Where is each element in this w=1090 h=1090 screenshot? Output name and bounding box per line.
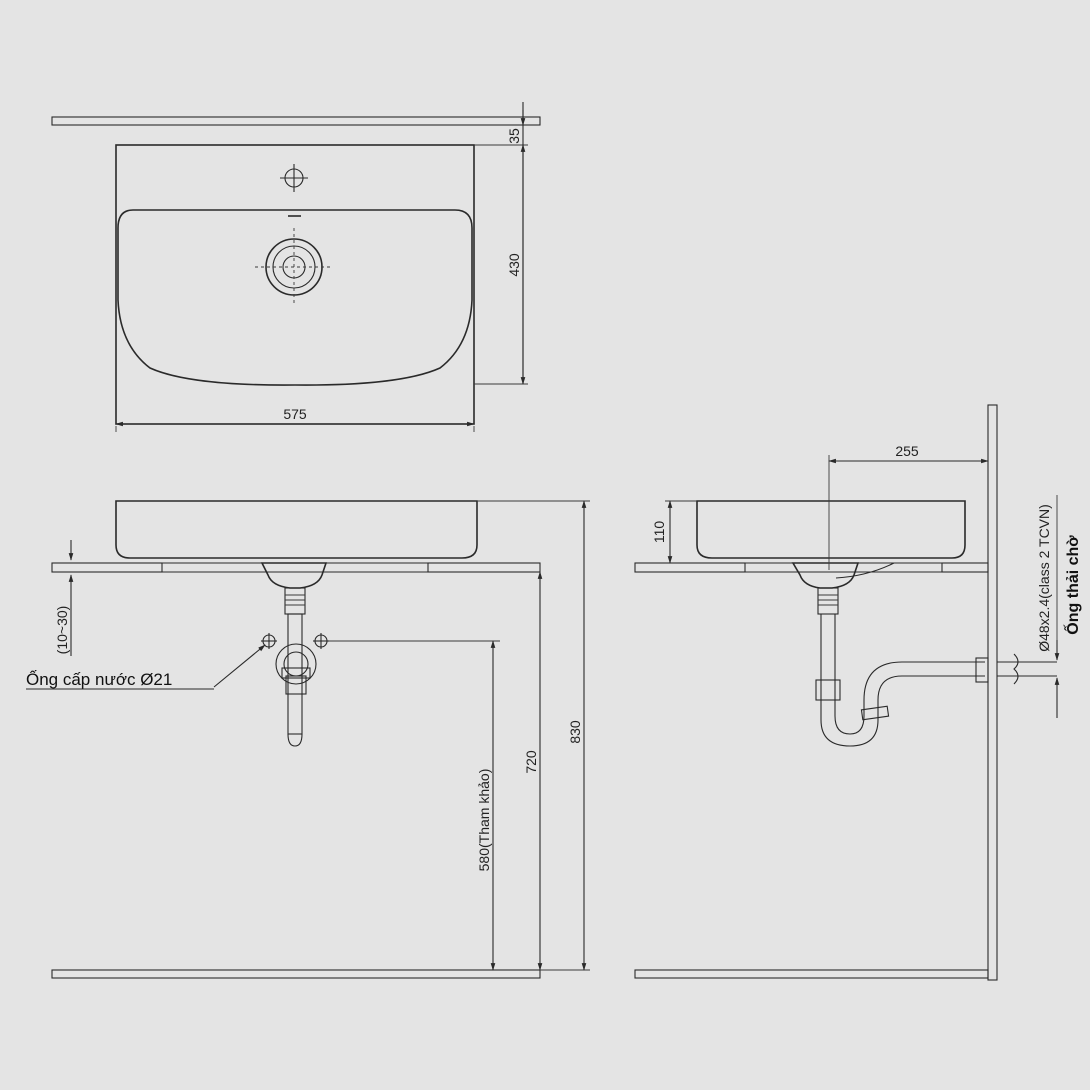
dim-255-label: 255 <box>895 443 919 459</box>
supply-valve-left-icon <box>261 633 277 649</box>
plan-wall-line <box>51 116 541 126</box>
side-drain-body <box>791 562 860 589</box>
counter-right-hatch <box>427 562 541 573</box>
front-view: Ống cấp nước Ø21 (10~30) 580(Tham khảo) … <box>26 500 590 979</box>
dim-35-label: 35 <box>506 128 522 144</box>
dim-720-label: 720 <box>523 750 539 774</box>
trap-icon <box>275 643 317 695</box>
drain-body <box>260 562 328 589</box>
side-counter-left-hatch <box>634 562 746 573</box>
dim-575-label: 575 <box>283 406 307 422</box>
water-supply-label: Ống cấp nước Ø21 <box>26 669 172 689</box>
dim-10-30-label: (10~30) <box>54 606 70 655</box>
drain-pipe-spec-label: Ø48x2.4(class 2 TCVN) <box>1036 504 1052 652</box>
side-counter-right-hatch <box>941 562 989 573</box>
counter-left-hatch <box>51 562 163 573</box>
drain-icon <box>255 228 333 306</box>
side-drain-nut <box>817 587 839 615</box>
dim-580-label: 580(Tham khảo) <box>476 769 492 872</box>
side-floor-line <box>634 969 989 979</box>
supply-valve-right-icon <box>313 633 329 649</box>
p-trap-icon <box>815 614 989 747</box>
plan-view: 575 430 35 <box>51 102 541 432</box>
front-basin-outline <box>115 500 478 559</box>
side-wall <box>987 404 998 981</box>
plan-bowl-outline <box>117 209 473 386</box>
front-floor-line <box>51 969 541 979</box>
side-basin-outline <box>696 500 966 559</box>
dim-430-label: 430 <box>506 253 522 277</box>
dim-830-label: 830 <box>567 720 583 744</box>
dim-110-label: 110 <box>651 521 667 544</box>
waste-pipe-label: Ống thải chờ <box>1062 535 1082 635</box>
drain-nut <box>284 587 306 615</box>
side-view: Ø48x2.4(class 2 TCVN) Ống thải chờ 255 1… <box>634 404 1082 981</box>
tap-hole-icon <box>280 164 308 192</box>
